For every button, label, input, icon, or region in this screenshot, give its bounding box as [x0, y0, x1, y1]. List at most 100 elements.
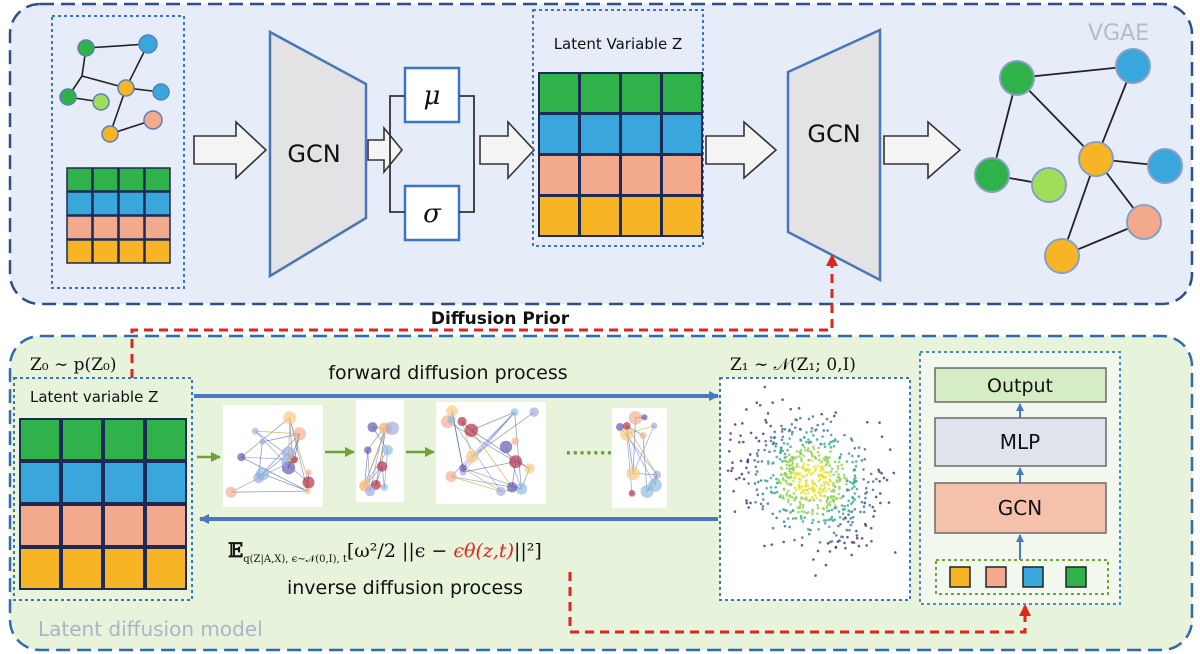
noise-point — [809, 528, 812, 532]
noisy-node — [619, 426, 634, 441]
noise-point — [782, 487, 786, 491]
noise-point — [826, 542, 830, 545]
noise-point — [825, 481, 829, 485]
noise-point — [807, 441, 811, 444]
noisy-node — [639, 431, 647, 439]
noisy-node — [628, 490, 636, 497]
noise-point — [869, 526, 873, 530]
block-arrow — [883, 120, 962, 180]
noise-point — [843, 541, 846, 545]
noise-point — [797, 455, 801, 458]
mlp-layer — [934, 417, 1107, 467]
noisy-node — [650, 422, 658, 429]
noise-point — [774, 485, 778, 489]
noise-point — [759, 502, 763, 506]
noise-point — [805, 498, 809, 502]
noise-point — [782, 540, 785, 544]
noise-point — [793, 486, 797, 490]
noisy-node — [281, 458, 290, 467]
noise-point — [816, 506, 820, 510]
noise-point — [783, 524, 787, 528]
noise-point — [770, 491, 774, 495]
noise-point — [845, 528, 849, 532]
noise-point — [833, 506, 836, 510]
noise-point — [764, 443, 768, 447]
noise-point — [816, 504, 819, 507]
noise-point — [804, 482, 808, 485]
noise-point — [850, 510, 854, 513]
noise-point — [731, 466, 734, 470]
noise-point — [781, 496, 785, 500]
noisy-edge — [447, 421, 516, 463]
noise-point — [855, 487, 859, 491]
noise-point — [789, 511, 792, 514]
noise-point — [791, 517, 795, 520]
noise-point — [763, 479, 767, 482]
noisy-node — [447, 415, 456, 424]
noisy-node — [364, 446, 372, 454]
graph-node — [1031, 167, 1067, 203]
noise-point — [733, 510, 737, 513]
noise-point — [825, 499, 828, 502]
noise-point — [807, 487, 811, 491]
noise-point — [775, 477, 778, 481]
noise-point — [830, 508, 834, 512]
noise-point — [834, 545, 838, 549]
noisy-graph — [359, 421, 400, 497]
noise-point — [859, 510, 862, 514]
noisy-edge — [626, 433, 633, 494]
noise-point — [799, 515, 803, 518]
matrix-cell — [118, 239, 145, 264]
noise-point — [773, 430, 777, 434]
noise-point — [847, 520, 850, 524]
noise-point — [871, 480, 875, 483]
matrix-cell — [61, 461, 103, 504]
noise-point — [860, 536, 864, 540]
noisy-edge — [364, 450, 369, 486]
matrix-cell — [579, 195, 621, 237]
noise-point — [781, 435, 785, 439]
noise-point — [757, 439, 761, 443]
noise-point — [794, 475, 797, 479]
noise-point — [775, 455, 779, 459]
noise-point — [840, 535, 843, 539]
noise-point — [850, 553, 854, 557]
noise-point — [756, 454, 759, 458]
noise-point — [813, 482, 817, 486]
noise-point — [783, 508, 787, 512]
noise-point — [830, 494, 833, 498]
noise-point — [847, 499, 850, 503]
noise-point — [804, 448, 807, 452]
noise-point — [772, 441, 775, 444]
noise-point — [764, 418, 767, 422]
noise-point — [806, 484, 809, 488]
noise-point — [815, 496, 818, 500]
noise-point — [783, 452, 787, 456]
noisy-node — [529, 407, 539, 417]
noise-point — [809, 498, 812, 502]
noise-point — [755, 488, 759, 491]
noisy-node — [237, 453, 246, 462]
noise-point — [817, 458, 821, 462]
noise-point — [821, 435, 824, 438]
noise-point — [839, 453, 843, 456]
noise-point — [780, 473, 783, 477]
noise-point — [795, 456, 798, 459]
noise-point — [853, 485, 856, 488]
noise-point — [739, 459, 743, 463]
noise-point — [833, 460, 837, 464]
noise-point — [800, 510, 804, 513]
noise-point — [857, 544, 861, 548]
noise-point — [869, 472, 873, 476]
noise-point — [804, 440, 808, 444]
noise-point — [828, 550, 832, 553]
noise-point — [835, 497, 839, 500]
noise-point — [791, 479, 795, 483]
noise-point — [842, 517, 845, 521]
noise-point — [822, 507, 826, 511]
matrix-cell — [579, 72, 621, 114]
noise-point — [880, 471, 883, 475]
noise-point — [806, 468, 809, 471]
noise-point — [827, 487, 831, 491]
